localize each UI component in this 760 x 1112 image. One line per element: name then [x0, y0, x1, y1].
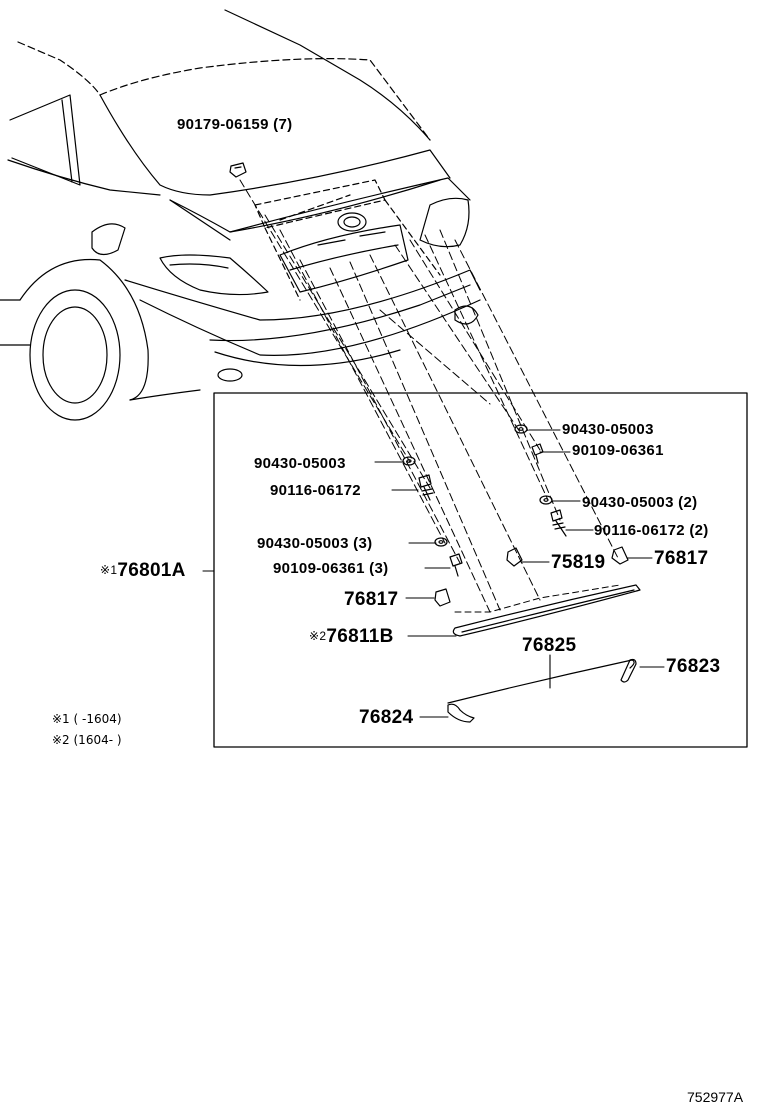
- moulding-strip: [447, 659, 635, 704]
- end-cap-left: [447, 703, 475, 723]
- part-number-90109-06361-qty3: 90109-06361 (3): [273, 560, 389, 577]
- part-number-90430-05003: 90430-05003: [254, 455, 346, 472]
- footnote-1: ※1 ( -1604): [52, 712, 122, 726]
- bolt-icon: [418, 474, 434, 501]
- part-number-90430-05003-qty3: 90430-05003 (3): [257, 535, 373, 552]
- retainer-icon: [506, 547, 523, 567]
- screw-icon: [449, 553, 463, 577]
- part-number-90109-06361: 90109-06361: [572, 442, 664, 459]
- detail-frame: [213, 392, 748, 748]
- washer-icon: [434, 537, 448, 547]
- bracket-icon: [434, 588, 451, 607]
- part-number-76825: 76825: [522, 635, 577, 656]
- part-number-90430-05003: 90430-05003: [562, 421, 654, 438]
- part-number-76801a-text: 76801A: [117, 560, 186, 581]
- clip-icon: [229, 162, 247, 178]
- part-number-90179-06159: 90179-06159 (7): [177, 116, 293, 133]
- part-number-76811b: ※276811B: [309, 627, 394, 646]
- part-number-76823: 76823: [666, 656, 721, 677]
- part-number-90430-05003-qty2: 90430-05003 (2): [582, 494, 698, 511]
- footnote-2: ※2 (1604- ): [52, 733, 122, 747]
- part-number-76817: 76817: [654, 548, 709, 569]
- washer-icon: [402, 456, 416, 466]
- washer-icon: [539, 495, 553, 505]
- end-cap-right: [620, 658, 637, 683]
- part-number-76801a: ※176801A: [100, 561, 186, 580]
- bolt-icon: [550, 509, 567, 537]
- part-number-75819: 75819: [551, 552, 606, 573]
- trim-location-outline: [254, 179, 441, 301]
- bracket-icon: [611, 546, 629, 565]
- leader-lines: [239, 179, 619, 613]
- footnote-mark-2: ※2: [309, 629, 327, 643]
- washer-icon: [514, 424, 528, 434]
- footnote-mark-1: ※1: [100, 563, 118, 577]
- label-leaders: [202, 429, 665, 718]
- part-number-76811b-text: 76811B: [326, 626, 394, 647]
- part-number-76817: 76817: [344, 589, 399, 610]
- garnish-strip: [452, 584, 641, 637]
- drawing-reference-number: 752977A: [687, 1089, 744, 1105]
- car-body-outline: [0, 9, 481, 421]
- part-number-90116-06172: 90116-06172: [270, 482, 361, 499]
- part-number-76824: 76824: [359, 707, 414, 728]
- part-number-90116-06172-qty2: 90116-06172 (2): [594, 522, 709, 539]
